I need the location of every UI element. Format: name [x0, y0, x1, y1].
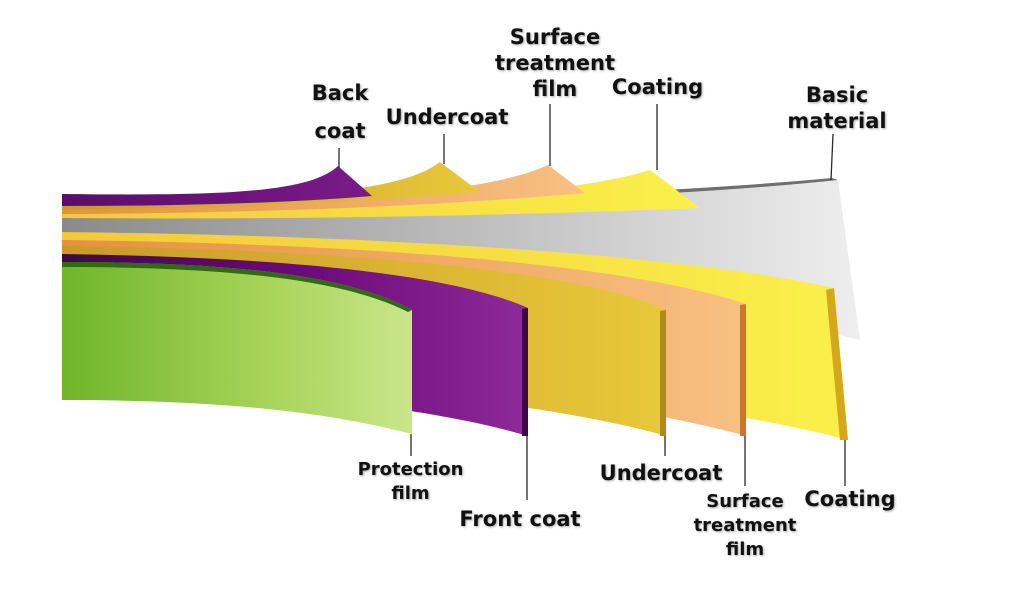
back-coat-label: Back coat — [311, 81, 369, 143]
basic-material-label: Basic material — [787, 83, 887, 133]
surface-treatment-top-layer — [62, 165, 585, 214]
surface-treatment-top-label: Surface treatment film — [495, 25, 615, 101]
protection-film-layer — [62, 262, 412, 434]
coating-bottom-edge — [826, 288, 848, 440]
undercoat-top-label: Undercoat — [385, 105, 509, 129]
undercoat-bottom-edge — [660, 310, 666, 436]
front-coat-edge — [522, 308, 528, 436]
surface-treatment-bottom-edge — [740, 304, 746, 436]
back-coat-layer — [62, 166, 372, 206]
undercoat-top-layer — [62, 162, 480, 210]
undercoat-bottom-label: Undercoat — [599, 461, 723, 485]
protection-film-label: Protection film — [357, 459, 464, 504]
coating-top-label: Coating — [611, 75, 704, 99]
surface-treatment-bottom-label: Surface treatment film — [693, 491, 797, 560]
coating-bottom-label: Coating — [804, 487, 896, 511]
basic-material-leader — [830, 133, 834, 181]
protection-film-edge — [62, 262, 412, 312]
front-coat-label: Front coat — [459, 507, 581, 531]
